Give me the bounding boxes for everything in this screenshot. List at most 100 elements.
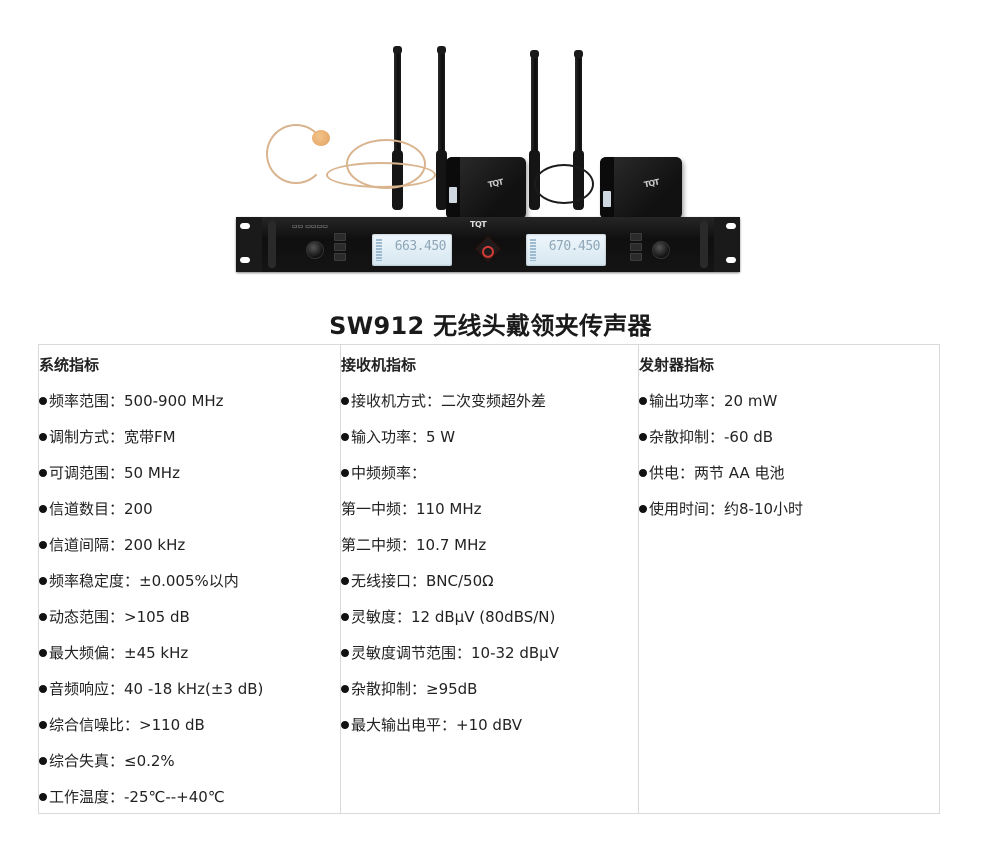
- volume-knob-a: [306, 241, 324, 259]
- bullet-icon: [39, 721, 47, 729]
- power-icon: [475, 236, 501, 262]
- spec-text: 输入功率：5 W: [351, 428, 456, 446]
- mount-hole: [726, 223, 736, 229]
- spec-column-receiver: 接收机指标 接收机方式：二次变频超外差 输入功率：5 W 中频频率： 第一中频：…: [341, 345, 639, 813]
- rf-level-meter: [530, 239, 536, 261]
- bullet-icon: [39, 793, 47, 801]
- spec-row: 音频响应：40 -18 kHz(±3 dB): [39, 678, 340, 714]
- channel-a-buttons: [334, 233, 346, 263]
- bullet-icon: [39, 649, 47, 657]
- spec-row: 杂散抑制：≥95dB: [341, 678, 638, 714]
- mount-hole: [240, 223, 250, 229]
- spec-row: 供电：两节 AA 电池: [639, 462, 939, 498]
- spec-row: 灵敏度：12 dBμV (80dBS/N): [341, 606, 638, 642]
- spec-text: 音频响应：40 -18 kHz(±3 dB): [49, 680, 264, 698]
- brand-logo: TQT: [487, 177, 504, 190]
- spec-text: 综合失真：≤0.2%: [49, 752, 175, 770]
- column-heading: 发射器指标: [639, 356, 715, 374]
- spec-text: 无线接口：BNC/50Ω: [351, 572, 494, 590]
- antenna-2: [436, 46, 447, 210]
- spec-row: 信道数目：200: [39, 498, 340, 534]
- column-heading: 接收机指标: [341, 356, 417, 374]
- model-badge: ▭▭ ▭▭▭▭: [292, 223, 328, 230]
- spec-row: 使用时间：约8-10小时: [639, 498, 939, 534]
- lcd-channel-b: 670.450: [526, 234, 606, 266]
- rack-handle-left: [268, 221, 276, 268]
- spec-row: 第二中频：10.7 MHz: [341, 534, 638, 570]
- bodypack-transmitter-2: TQT: [600, 157, 682, 219]
- bullet-icon: [639, 469, 647, 477]
- spec-row: 最大输出电平：+10 dBV: [341, 714, 638, 750]
- transmitter-control-panel: [600, 157, 614, 219]
- spec-table: 系统指标 频率范围：500-900 MHz 调制方式：宽带FM 可调范围：50 …: [38, 344, 940, 814]
- spec-text: 信道数目：200: [49, 500, 153, 518]
- headset-mic-capsule: [312, 130, 330, 146]
- bullet-icon: [639, 505, 647, 513]
- transmitter-display: [603, 191, 611, 207]
- spec-row: 综合信噪比：>110 dB: [39, 714, 340, 750]
- spec-row: 输入功率：5 W: [341, 426, 638, 462]
- spec-text: 供电：两节 AA 电池: [649, 464, 785, 482]
- bullet-icon: [341, 577, 349, 585]
- bullet-icon: [39, 469, 47, 477]
- transmitter-display: [449, 187, 457, 203]
- bullet-icon: [341, 613, 349, 621]
- bullet-icon: [341, 469, 349, 477]
- rack-ear-left: [236, 217, 262, 272]
- bullet-icon: [39, 757, 47, 765]
- rack-ear-right: [714, 217, 740, 272]
- mount-hole: [240, 257, 250, 263]
- spec-row: 中频频率：: [341, 462, 638, 498]
- spec-row: 频率范围：500-900 MHz: [39, 390, 340, 426]
- spec-text: 动态范围：>105 dB: [49, 608, 190, 626]
- bullet-icon: [39, 613, 47, 621]
- page-title: SW912 无线头戴领夹传声器: [329, 312, 652, 340]
- brand-logo: TQT: [470, 220, 487, 229]
- spec-text: 第一中频：110 MHz: [341, 500, 482, 518]
- spec-row: 无线接口：BNC/50Ω: [341, 570, 638, 606]
- spec-text: 调制方式：宽带FM: [49, 428, 176, 446]
- bullet-icon: [341, 685, 349, 693]
- product-image: TQT TQT ▭▭ ▭▭▭▭ 663.450 TQT 670.45: [236, 44, 740, 272]
- bullet-icon: [39, 397, 47, 405]
- spec-text: 最大频偏：±45 kHz: [49, 644, 189, 662]
- spec-text: 输出功率：20 mW: [649, 392, 778, 410]
- spec-row: 综合失真：≤0.2%: [39, 750, 340, 786]
- spec-text: 灵敏度：12 dBμV (80dBS/N): [351, 608, 556, 626]
- rack-handle-right: [700, 221, 708, 268]
- bullet-icon: [39, 505, 47, 513]
- spec-row: 信道间隔：200 kHz: [39, 534, 340, 570]
- spec-row: 第一中频：110 MHz: [341, 498, 638, 534]
- lcd-channel-a: 663.450: [372, 234, 452, 266]
- spec-text: 频率稳定度：±0.005%以内: [49, 572, 239, 590]
- spec-text: 综合信噪比：>110 dB: [49, 716, 205, 734]
- spec-row: 可调范围：50 MHz: [39, 462, 340, 498]
- spec-text: 第二中频：10.7 MHz: [341, 536, 487, 554]
- bodypack-transmitter-1: TQT: [446, 157, 526, 219]
- rack-receiver: ▭▭ ▭▭▭▭ 663.450 TQT 670.450: [236, 217, 740, 272]
- bullet-icon: [39, 685, 47, 693]
- rf-level-meter: [376, 239, 382, 261]
- spec-text: 最大输出电平：+10 dBV: [351, 716, 523, 734]
- headset-cable: [266, 124, 326, 184]
- spec-row: 接收机方式：二次变频超外差: [341, 390, 638, 426]
- spec-row: 频率稳定度：±0.005%以内: [39, 570, 340, 606]
- bullet-icon: [341, 433, 349, 441]
- bullet-icon: [639, 433, 647, 441]
- mount-hole: [726, 257, 736, 263]
- spec-text: 信道间隔：200 kHz: [49, 536, 186, 554]
- spec-text: 使用时间：约8-10小时: [649, 500, 804, 518]
- spec-text: 接收机方式：二次变频超外差: [351, 392, 547, 410]
- bullet-icon: [341, 721, 349, 729]
- transmitter-control-panel: [446, 157, 460, 219]
- bullet-icon: [341, 649, 349, 657]
- lavalier-cable: [534, 164, 594, 204]
- brand-logo: TQT: [643, 177, 660, 190]
- channel-a-frequency: 663.450: [394, 239, 447, 254]
- volume-knob-b: [652, 241, 670, 259]
- spec-text: 中频频率：: [351, 464, 427, 482]
- bullet-icon: [39, 433, 47, 441]
- spec-row: 灵敏度调节范围：10-32 dBμV: [341, 642, 638, 678]
- spec-column-system: 系统指标 频率范围：500-900 MHz 调制方式：宽带FM 可调范围：50 …: [39, 345, 341, 813]
- spec-text: 杂散抑制：-60 dB: [649, 428, 774, 446]
